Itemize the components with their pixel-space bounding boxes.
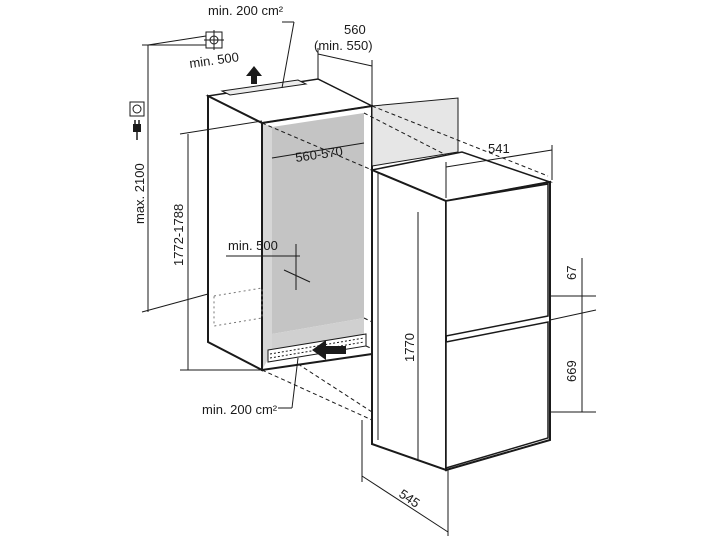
freezer-height-label: 669 xyxy=(564,360,579,382)
top-vent-label: min. 200 cm² xyxy=(208,3,284,18)
freezer-door xyxy=(445,321,549,470)
niche-depth-label: 560 xyxy=(344,22,366,37)
niche-back-wall xyxy=(272,113,364,334)
niche-floor xyxy=(272,318,364,352)
bottom-depth-label: min. 500 xyxy=(228,238,278,253)
appliance-height-label: 1770 xyxy=(402,333,417,362)
niche-width-label: 560-570 xyxy=(294,143,343,164)
inflow-arrow xyxy=(312,340,346,360)
appliance-depth-label: 545 xyxy=(396,486,422,511)
ventilation-icon xyxy=(204,30,224,50)
freezer-offset-label: 67 xyxy=(564,266,579,280)
niche-inner-left-wall xyxy=(262,123,272,370)
dimension-lines xyxy=(141,21,597,536)
niche-left-side xyxy=(207,94,263,372)
appliance xyxy=(369,151,553,472)
appliance-side xyxy=(371,168,447,472)
niche-height-label: 1772-1788 xyxy=(171,204,186,266)
max-height-label: max. 2100 xyxy=(132,163,147,224)
plug-icon xyxy=(133,120,141,140)
appliance-width-label: 541 xyxy=(488,141,510,156)
up-arrow xyxy=(246,66,262,84)
bottom-vent-label: min. 200 cm² xyxy=(202,402,278,417)
top-vent-plate xyxy=(220,79,308,96)
niche-cabinet xyxy=(205,78,375,372)
fridge-door xyxy=(445,183,549,337)
top-opening-depth-label: min. 500 xyxy=(188,49,239,71)
niche-depth-min-label: (min. 550) xyxy=(314,38,373,53)
socket-icon xyxy=(129,101,145,117)
